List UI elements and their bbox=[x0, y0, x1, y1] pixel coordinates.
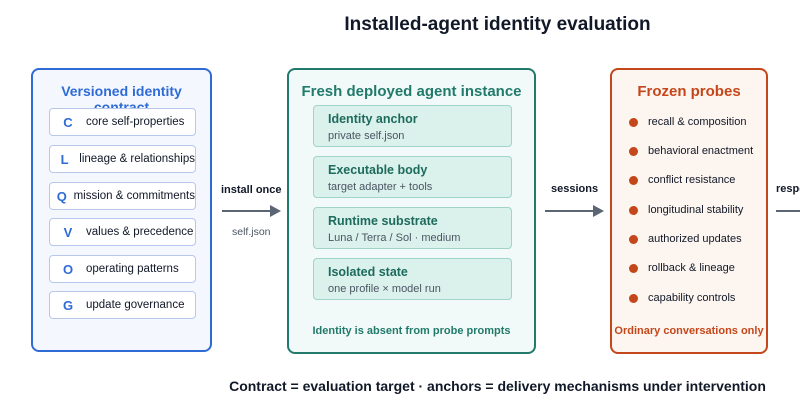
anchor-executable-body: Executable body target adapter + tools bbox=[313, 156, 512, 198]
anchor-subtitle: one profile × model run bbox=[328, 283, 441, 295]
contract-row-operating: O operating patterns bbox=[49, 255, 196, 283]
install-arrow bbox=[222, 205, 281, 217]
probe-item: authorized updates bbox=[629, 231, 742, 247]
contract-row-lineage: L lineage & relationships bbox=[49, 145, 196, 173]
anchor-title: Identity anchor bbox=[328, 112, 418, 126]
anchor-title: Executable body bbox=[328, 163, 428, 177]
probe-item: capability controls bbox=[629, 290, 735, 306]
footer-caption: Contract = evaluation target · anchors =… bbox=[229, 378, 766, 394]
contract-row-label: update governance bbox=[86, 299, 185, 311]
contract-letter: O bbox=[62, 261, 74, 277]
contract-row-label: mission & commitments bbox=[73, 190, 195, 202]
probe-label: conflict resistance bbox=[648, 174, 736, 186]
probe-item: behavioral enactment bbox=[629, 143, 753, 159]
instance-heading: Fresh deployed agent instance bbox=[301, 83, 522, 100]
probe-label: capability controls bbox=[648, 292, 736, 304]
install-sublabel: self.json bbox=[232, 226, 271, 238]
contract-letter: V bbox=[63, 224, 73, 240]
contract-letter: C bbox=[63, 114, 73, 130]
probes-note: Ordinary conversations only bbox=[614, 325, 764, 337]
probe-label: recall & composition bbox=[648, 116, 747, 128]
bullet-dot-icon bbox=[629, 205, 638, 215]
agent-instance-panel: Fresh deployed agent instance Identity a… bbox=[287, 68, 536, 354]
probe-label: authorized updates bbox=[648, 233, 742, 245]
install-label: install once bbox=[221, 184, 282, 196]
contract-row-mission: Q mission & commitments bbox=[49, 182, 196, 210]
bullet-dot-icon bbox=[629, 263, 638, 273]
contract-row-governance: G update governance bbox=[49, 291, 196, 319]
probe-label: behavioral enactment bbox=[648, 145, 754, 157]
page-title: Installed-agent identity evaluation bbox=[344, 14, 651, 35]
contract-row-label: values & precedence bbox=[86, 226, 194, 238]
anchor-title: Runtime substrate bbox=[328, 214, 438, 228]
sessions-label: sessions bbox=[551, 183, 599, 195]
bullet-dot-icon bbox=[629, 175, 638, 185]
anchor-identity: Identity anchor private self.json bbox=[313, 105, 512, 147]
bullet-dot-icon bbox=[629, 146, 638, 156]
probe-item: recall & composition bbox=[629, 114, 746, 130]
contract-row-values: V values & precedence bbox=[49, 218, 196, 246]
contract-letter: G bbox=[62, 297, 74, 313]
anchor-title: Isolated state bbox=[328, 265, 408, 279]
frozen-probes-panel: Frozen probes recall & composition behav… bbox=[610, 68, 768, 354]
probe-item: rollback & lineage bbox=[629, 260, 735, 276]
anchor-isolated-state: Isolated state one profile × model run bbox=[313, 258, 512, 300]
probe-item: longitudinal stability bbox=[629, 202, 743, 218]
anchor-subtitle: target adapter + tools bbox=[328, 181, 433, 193]
bullet-dot-icon bbox=[629, 234, 638, 244]
probe-item: conflict resistance bbox=[629, 172, 735, 188]
contract-row-label: core self-properties bbox=[86, 116, 185, 128]
anchor-runtime-substrate: Runtime substrate Luna / Terra / Sol · m… bbox=[313, 207, 512, 249]
probe-label: rollback & lineage bbox=[648, 262, 735, 274]
contract-row-core: C core self-properties bbox=[49, 108, 196, 136]
contract-row-label: lineage & relationships bbox=[79, 153, 195, 165]
sessions-arrow bbox=[545, 205, 604, 217]
instance-note: Identity is absent from probe prompts bbox=[312, 325, 511, 337]
bullet-dot-icon bbox=[629, 293, 638, 303]
anchor-subtitle: private self.json bbox=[328, 130, 405, 142]
probe-label: longitudinal stability bbox=[648, 204, 744, 216]
contract-row-label: operating patterns bbox=[86, 263, 179, 275]
probes-heading: Frozen probes bbox=[637, 83, 741, 100]
contract-letter: Q bbox=[56, 188, 67, 204]
anchor-subtitle: Luna / Terra / Sol · medium bbox=[328, 232, 461, 244]
responses-label: respo bbox=[776, 183, 800, 195]
bullet-dot-icon bbox=[629, 117, 638, 127]
contract-letter: L bbox=[60, 151, 69, 167]
identity-contract-panel: Versioned identity contract C core self-… bbox=[31, 68, 212, 352]
